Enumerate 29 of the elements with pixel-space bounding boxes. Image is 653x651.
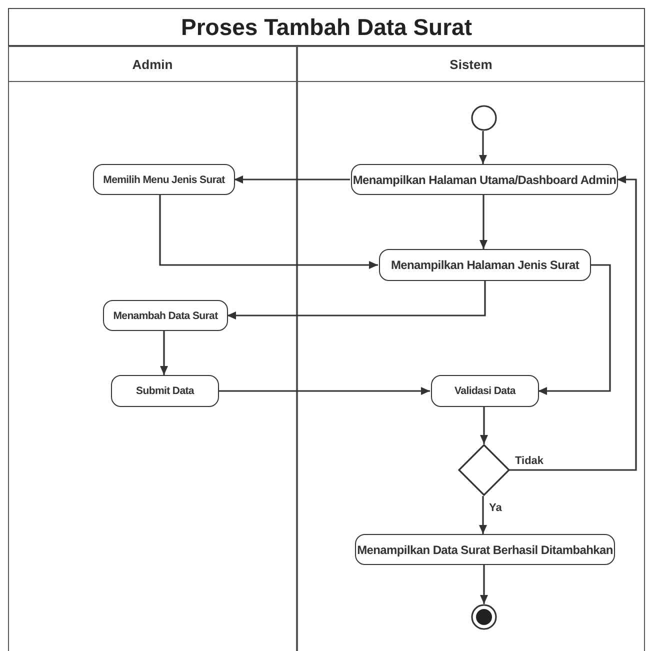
activity-box: Menambah Data Surat — [103, 300, 228, 331]
activity-box: Submit Data — [111, 375, 219, 407]
arrow — [479, 496, 487, 534]
arrow — [218, 387, 430, 395]
activity-box: Menampilkan Halaman Utama/Dashboard Admin — [351, 164, 618, 195]
decision-diamond — [458, 444, 510, 496]
arrow — [159, 195, 378, 269]
swimlane — [297, 46, 645, 651]
arrow — [234, 176, 350, 184]
end-node — [471, 604, 497, 630]
activity-box: Menampilkan Halaman Jenis Surat — [379, 249, 591, 281]
arrow — [480, 407, 488, 444]
arrow — [479, 131, 487, 164]
arrow — [480, 565, 488, 604]
activity-box: Menampilkan Data Surat Berhasil Ditambahkan — [355, 534, 615, 565]
arrow — [509, 176, 637, 471]
edge-label: Ya — [488, 502, 503, 514]
edge-label: Tidak — [514, 455, 545, 467]
swimlane — [8, 46, 297, 651]
start-node — [471, 105, 497, 131]
lane-header: Admin — [9, 46, 296, 82]
activity-box: Validasi Data — [431, 375, 539, 407]
arrow — [538, 264, 611, 395]
arrow — [160, 331, 168, 375]
arrow — [480, 195, 488, 249]
lane-header: Sistem — [298, 46, 644, 82]
activity-box: Memilih Menu Jenis Surat — [93, 164, 235, 195]
diagram-title: Proses Tambah Data Surat — [8, 8, 645, 46]
arrow — [227, 281, 486, 320]
